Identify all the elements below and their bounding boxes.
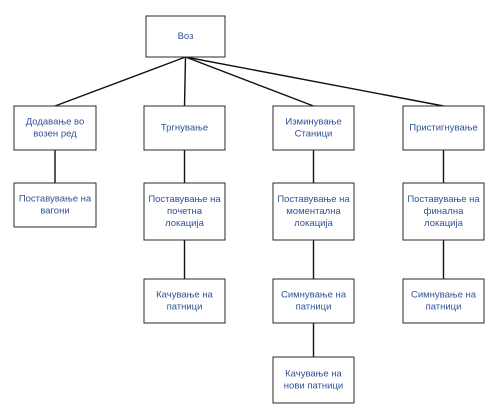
branch-3-child-3-node-box bbox=[272, 356, 355, 404]
branch-2-child-2-node-box bbox=[143, 278, 226, 324]
branch-2-child-1-node-label: локација bbox=[165, 218, 204, 229]
branch-2-head-node-box bbox=[143, 105, 226, 151]
branch-2-head-node: Тргнување bbox=[143, 105, 226, 151]
branch-3-child-1-node-label: Поставување на bbox=[277, 194, 350, 205]
branch-1-child-1-node-label: вагони bbox=[40, 206, 69, 217]
branch-4-child-2-node-box bbox=[402, 278, 485, 324]
branch-1-head-node-box bbox=[13, 105, 97, 151]
branch-3-child-1-node-label: локација bbox=[294, 218, 333, 229]
connector-lines bbox=[54, 56, 445, 357]
branch-1-head-node-label: возен ред bbox=[33, 129, 77, 140]
branch-3-head-node-box bbox=[272, 105, 355, 151]
branch-4-child-1-node-label: локација bbox=[424, 218, 463, 229]
branch-3-child-1-node-box bbox=[272, 182, 355, 241]
branch-1-child-1-node-label: Поставување на bbox=[19, 194, 92, 205]
connector-root-to-branch-1 bbox=[54, 56, 186, 107]
branch-2-child-1-node-label: почетна bbox=[167, 206, 203, 217]
branch-4-head-node: Пристигнување bbox=[402, 105, 485, 151]
branch-4-child-2-node-label: патници bbox=[426, 302, 462, 313]
branch-4-head-node-label: Пристигнување bbox=[409, 123, 478, 134]
branch-4-child-1-node-box bbox=[402, 182, 485, 241]
branch-1-head-node-label: Додавање во bbox=[26, 117, 85, 128]
branch-1-child-1-node-box bbox=[13, 182, 97, 228]
branch-3-child-2-node-label: патници bbox=[296, 302, 332, 313]
root-node-box bbox=[145, 15, 226, 58]
branch-3-head-node-label: Станици bbox=[295, 129, 333, 140]
branch-3-head-node-label: Изминување bbox=[285, 117, 341, 128]
branch-3-child-3-node-label: нови патници bbox=[284, 381, 343, 392]
root-node-label: Воз bbox=[178, 31, 194, 42]
branch-2-child-2-node-label: Качување на bbox=[156, 290, 213, 301]
branch-3-child-2-node-label: Симнување на bbox=[281, 290, 347, 301]
branch-2-head-node-label: Тргнување bbox=[161, 123, 208, 134]
branch-2-child-2-node-label: патници bbox=[167, 302, 203, 313]
connector-root-to-branch-3 bbox=[185, 56, 314, 107]
branch-4-child-1-node-label: финална bbox=[424, 206, 464, 217]
branch-2-child-1-node-box bbox=[143, 182, 226, 241]
branch-2-child-1-node-label: Поставување на bbox=[148, 194, 221, 205]
connector-root-to-branch-4 bbox=[185, 56, 444, 107]
branch-3-child-2-node-box bbox=[272, 278, 355, 324]
branch-4-child-1-node-label: Поставување на bbox=[407, 194, 480, 205]
branch-4-head-node-box bbox=[402, 105, 485, 151]
branch-4-child-2-node-label: Симнување на bbox=[411, 290, 477, 301]
branch-3-child-3-node-label: Качување на bbox=[285, 369, 342, 380]
connector-root-to-branch-2 bbox=[183, 56, 187, 107]
root-node: Воз bbox=[145, 15, 226, 58]
branch-3-child-1-node-label: моментална bbox=[286, 206, 341, 217]
